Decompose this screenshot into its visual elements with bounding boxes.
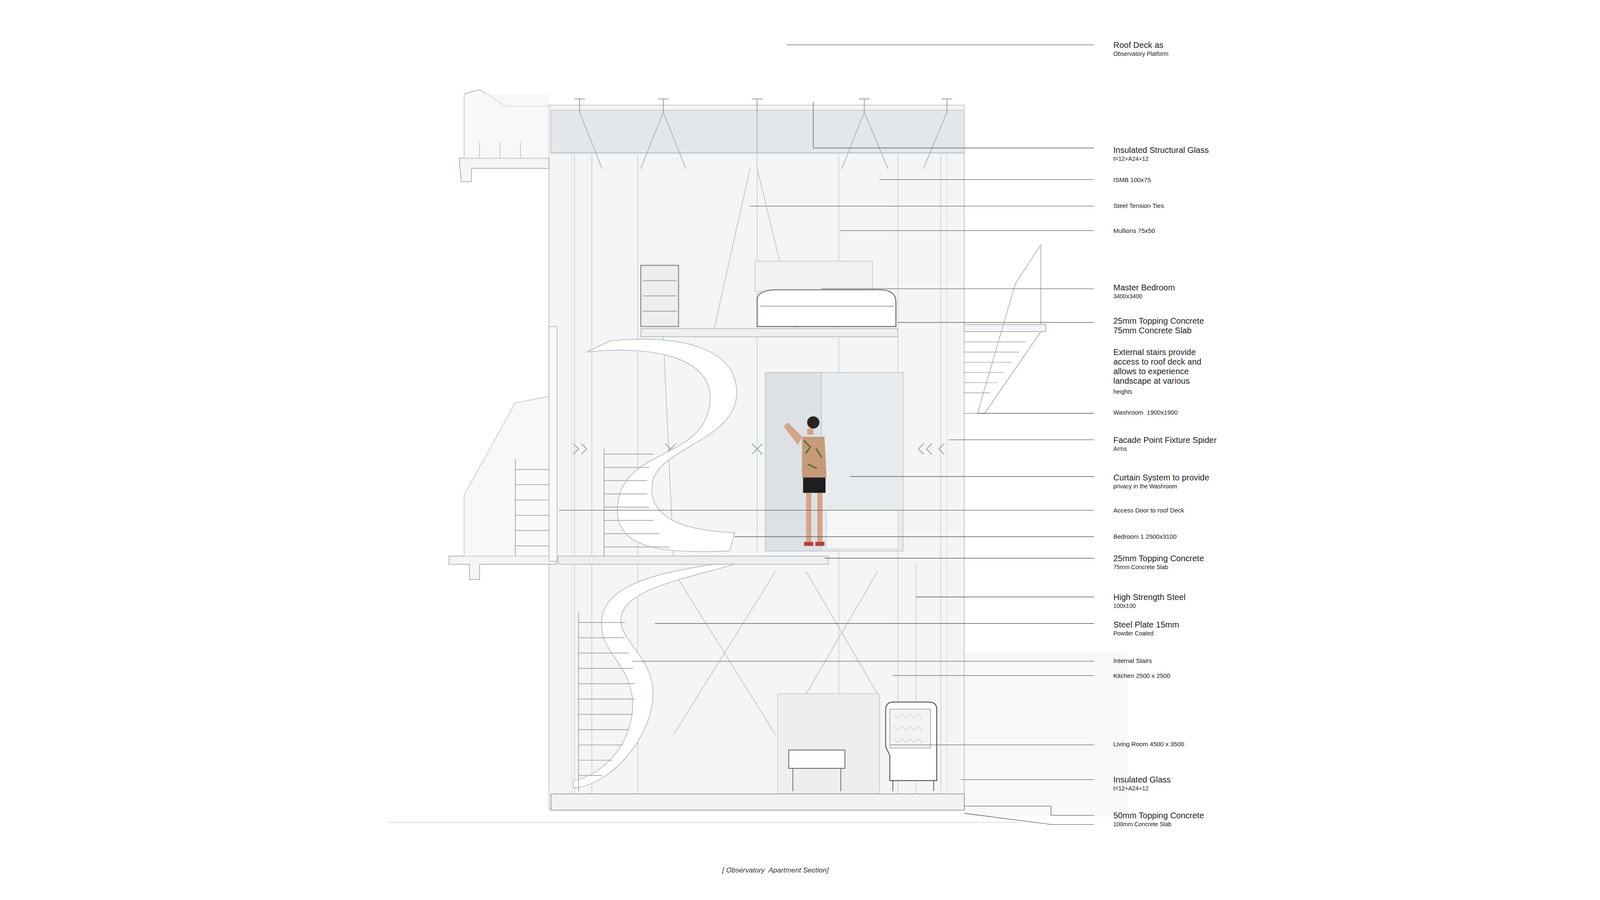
callout-label: Arms	[1113, 445, 1128, 453]
callout-label: 75mm Concrete Slab	[1113, 563, 1169, 571]
callout-label: Mullions 75x50	[1113, 227, 1155, 235]
callout-label: Kitchen 2500 x 2500	[1113, 672, 1171, 680]
callout-label: Roof Deck as	[1113, 40, 1164, 50]
callout-label: 75mm Concrete Slab	[1113, 325, 1192, 336]
callout-label: Washroom 1900x1900	[1113, 408, 1178, 416]
callout-label: Steel Tension Ties	[1113, 202, 1164, 210]
callout-label: High Strength Steel	[1113, 592, 1186, 603]
callout-label: heights	[1113, 388, 1133, 395]
callout-label: Curtain System to provide	[1113, 472, 1210, 483]
callout-label: Living Room 4500 x 3500	[1113, 740, 1185, 748]
callout-label: Bedroom 1 2500x3100	[1113, 532, 1177, 540]
callout-label: Observatory Platform	[1113, 50, 1169, 58]
callout-label: 100mm Concrete Slab	[1113, 820, 1172, 828]
callout-label: Powder Coated	[1113, 630, 1154, 637]
callout-label: 25mm Topping Concrete	[1113, 316, 1205, 326]
callout-label: Access Door to roof Deck	[1113, 506, 1185, 514]
callout-label: t=12+A24+12	[1113, 785, 1149, 792]
callout-label: 50mm Topping Concrete	[1113, 810, 1205, 821]
callout-label: 3400x3400	[1113, 292, 1143, 300]
callout-label: ISMB 100x75	[1113, 176, 1151, 184]
callout-label: External stairs provide access to roof d…	[1113, 347, 1218, 386]
callout-label: Internal Stairs	[1113, 657, 1153, 665]
callout-label: 25mm Topping Concrete	[1113, 553, 1205, 564]
callout-label: Insulated Structural Glass	[1113, 145, 1209, 155]
callout-label: 100x100	[1113, 602, 1136, 610]
callout-label: Steel Plate 15mm	[1113, 620, 1180, 630]
callout-label: privacy in the Washroom	[1113, 482, 1178, 490]
figure-caption: [ Observatory Apartment Section]	[722, 866, 829, 875]
callout-label: Insulated Glass	[1113, 775, 1171, 785]
callout-label: Facade Point Fixture Spider	[1113, 435, 1217, 445]
callout-label: t=12+A24+12	[1113, 155, 1149, 163]
callout-label: Master Bedroom	[1113, 282, 1175, 293]
